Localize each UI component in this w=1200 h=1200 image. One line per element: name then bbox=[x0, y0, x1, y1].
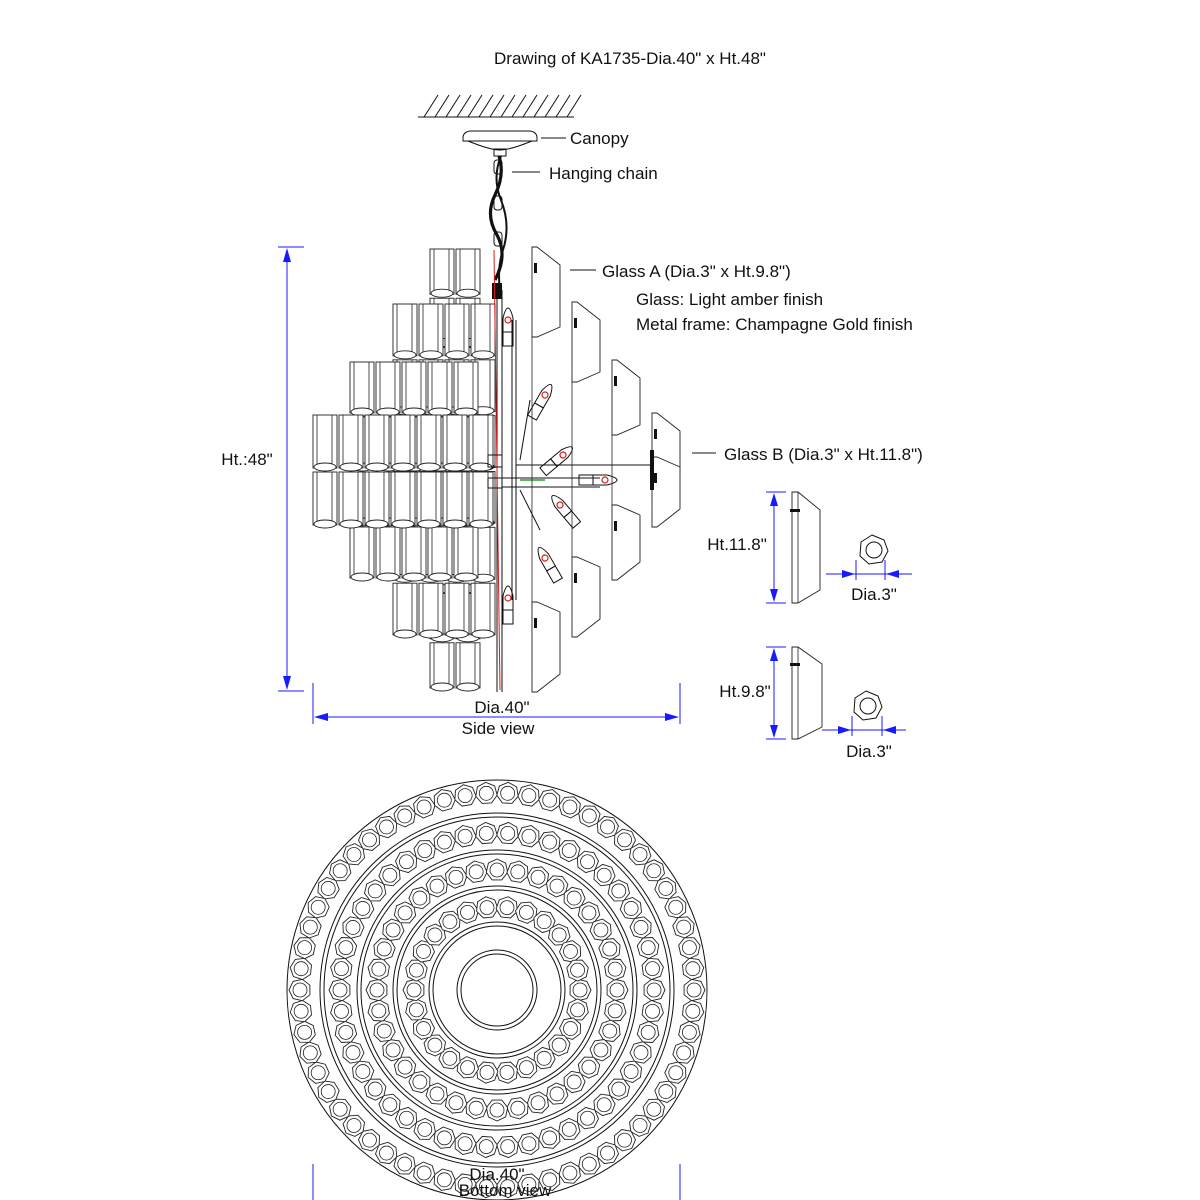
canopy-label: Canopy bbox=[570, 129, 629, 148]
bottom-diameter-label: Dia.40" bbox=[469, 1165, 524, 1184]
canopy bbox=[462, 130, 538, 157]
drawing-title: Drawing of KA1735-Dia.40" x Ht.48" bbox=[494, 49, 766, 68]
glass-a-hexagon bbox=[822, 690, 906, 736]
glass-a-diameter-label: Dia.3" bbox=[846, 742, 892, 761]
side-height-dimension bbox=[278, 246, 304, 692]
glass-b-hexagon bbox=[826, 534, 912, 580]
glass-a-height-label: Ht.9.8" bbox=[719, 682, 770, 701]
side-view-caption: Side view bbox=[462, 719, 535, 738]
ceiling-hatch bbox=[418, 94, 582, 118]
side-view-glass-panels bbox=[531, 246, 681, 693]
side-view-frame bbox=[487, 249, 650, 692]
bottom-view-rings bbox=[286, 779, 708, 1200]
side-diameter-label: Dia.40" bbox=[474, 698, 529, 717]
bottom-view-caption: Bottom view bbox=[459, 1181, 552, 1200]
hanging-chain bbox=[488, 155, 508, 299]
bottom-diameter-dimension bbox=[312, 1164, 681, 1200]
chain-label: Hanging chain bbox=[549, 164, 658, 183]
side-view-candle-bulbs bbox=[502, 307, 618, 625]
side-view-crystal-tiers bbox=[312, 248, 496, 692]
side-diameter-dimension bbox=[312, 683, 681, 724]
glass-b-label: Glass B (Dia.3" x Ht.11.8") bbox=[724, 445, 923, 464]
glass-b-height-label: Ht.11.8" bbox=[707, 535, 767, 554]
glass-b-detail bbox=[766, 491, 821, 604]
metal-finish-note: Metal frame: Champagne Gold finish bbox=[636, 315, 913, 334]
glass-a-detail bbox=[766, 646, 823, 740]
side-height-label: Ht.:48" bbox=[221, 450, 272, 469]
glass-finish-note: Glass: Light amber finish bbox=[636, 290, 823, 309]
glass-a-label: Glass A (Dia.3" x Ht.9.8") bbox=[602, 262, 791, 281]
glass-b-diameter-label: Dia.3" bbox=[851, 585, 897, 604]
